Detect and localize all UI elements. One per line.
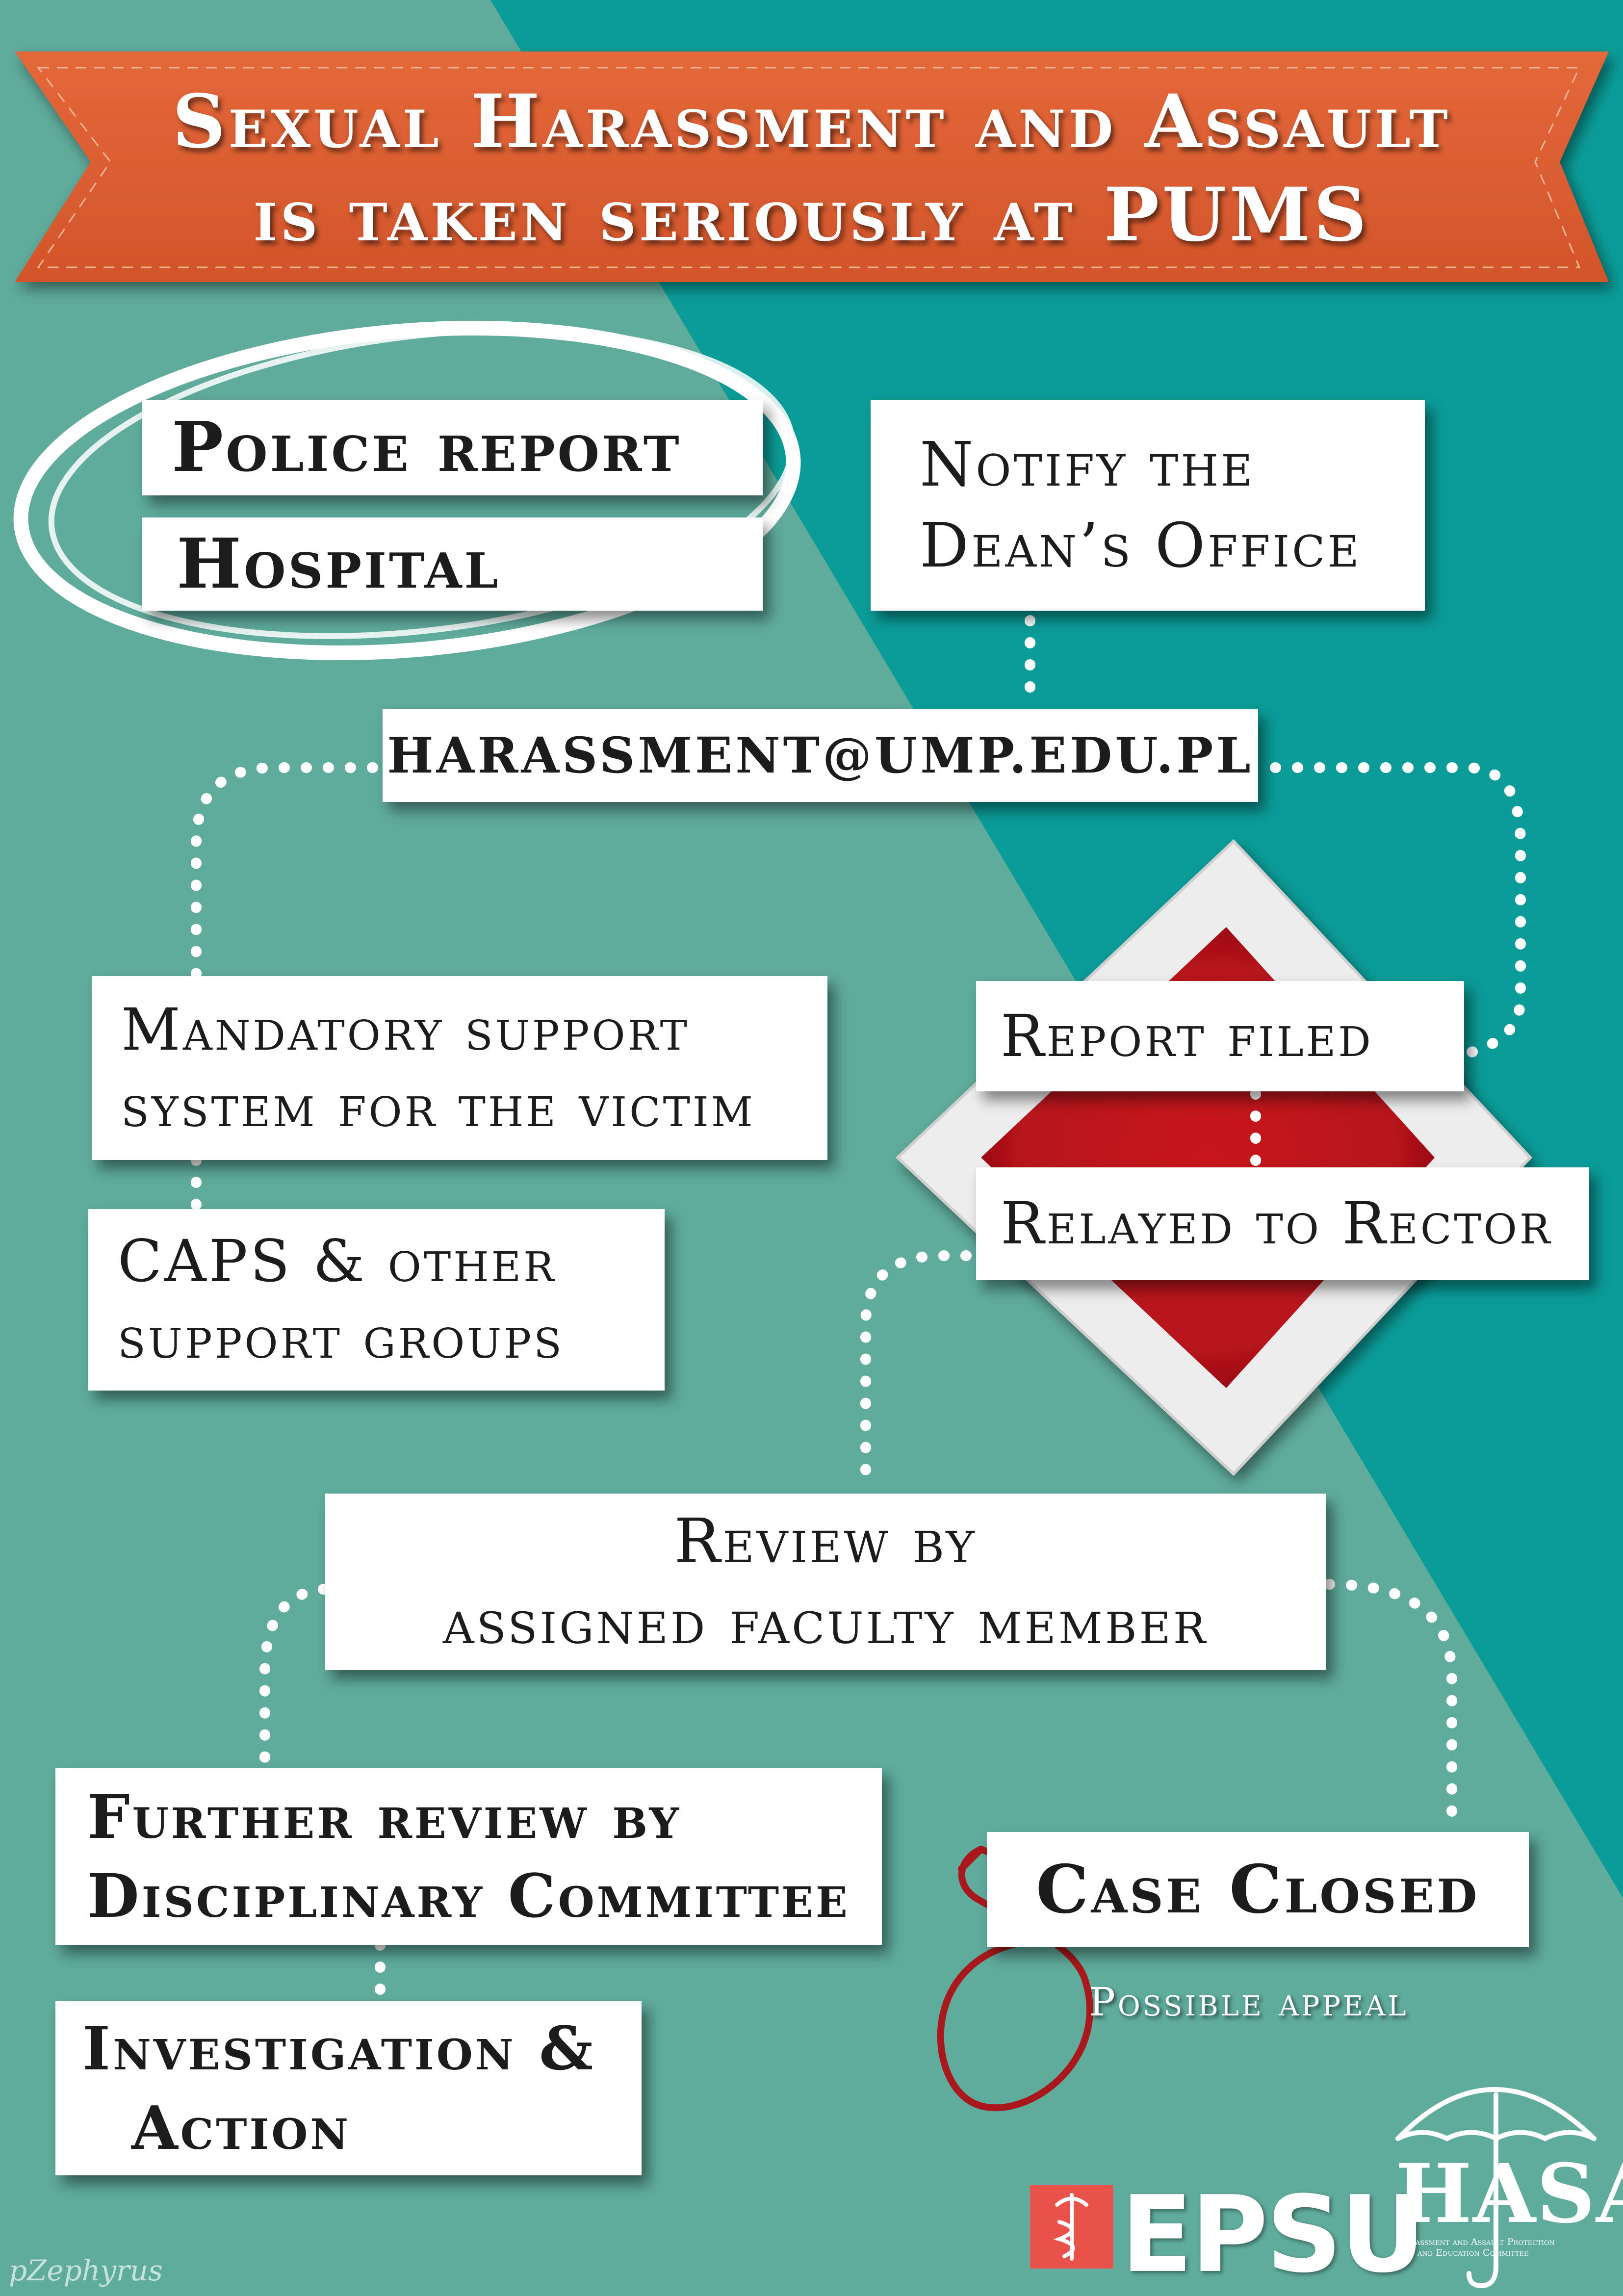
epsu-logo-text: EPSU: [1121, 2173, 1426, 2296]
report-filed-label: Report filed: [1001, 1002, 1373, 1070]
caps-support-line1: CAPS & other: [118, 1227, 557, 1295]
notify-dean-box: Notify the Dean’s Office: [871, 400, 1425, 611]
email-address[interactable]: HARASSMENT@UMP.EDU.PL: [387, 726, 1254, 784]
mandatory-support-line1: Mandatory support: [121, 995, 690, 1063]
report-filed-box: Report filed: [976, 981, 1464, 1091]
hasa-subtitle-line2: and Education Committee: [1417, 2247, 1529, 2258]
disciplinary-review-line1: Further review by: [87, 1781, 682, 1852]
faculty-review-box: Review by assigned faculty member: [325, 1494, 1326, 1670]
epsu-emblem: [1030, 2185, 1113, 2269]
hospital-label: Hospital: [177, 523, 501, 604]
artist-signature: pZephyrus: [9, 2254, 163, 2287]
caps-support-box: CAPS & other support groups: [88, 1209, 665, 1391]
investigation-line2: Action: [131, 2092, 351, 2163]
relayed-rector-box: Relayed to Rector: [976, 1167, 1589, 1280]
mandatory-support-box: Mandatory support system for the victim: [92, 976, 827, 1160]
circle-highlight: [13, 320, 801, 661]
dotted-connectors: [191, 615, 1526, 1997]
investigation-box: Investigation & Action: [55, 2001, 642, 2175]
case-closed-label: Case Closed: [1036, 1850, 1480, 1929]
email-box: HARASSMENT@UMP.EDU.PL: [383, 709, 1258, 802]
disciplinary-review-box: Further review by Disciplinary Committee: [55, 1768, 882, 1945]
investigation-line1: Investigation &: [82, 2013, 596, 2084]
hospital-box: Hospital: [142, 517, 763, 611]
possible-appeal-label: Possible appeal: [1089, 1979, 1409, 2025]
hasa-logo-text: HASA: [1395, 2146, 1623, 2241]
hasa-subtitle-line1: Harassment and Assault Protection: [1398, 2237, 1555, 2247]
police-report-label: Police report: [172, 407, 682, 488]
notify-dean-line1: Notify the: [920, 429, 1255, 500]
banner-title-line2: is taken seriously at PUMS: [253, 172, 1370, 258]
disciplinary-review-line2: Disciplinary Committee: [87, 1860, 850, 1931]
mandatory-support-line2: system for the victim: [121, 1072, 755, 1140]
faculty-review-line1: Review by: [674, 1506, 977, 1577]
title-banner: [15, 52, 1609, 282]
case-closed-box: Case Closed: [987, 1832, 1529, 1947]
caps-support-line2: support groups: [118, 1304, 564, 1371]
banner-title-line1: Sexual Harassment and Assault: [172, 78, 1451, 165]
relayed-rector-label: Relayed to Rector: [1001, 1189, 1553, 1258]
hasa-umbrella: [1395, 2087, 1597, 2289]
faculty-review-line2: assigned faculty member: [442, 1587, 1208, 1658]
notify-dean-line2: Dean’s Office: [920, 510, 1362, 581]
police-report-box: Police report: [142, 400, 763, 495]
